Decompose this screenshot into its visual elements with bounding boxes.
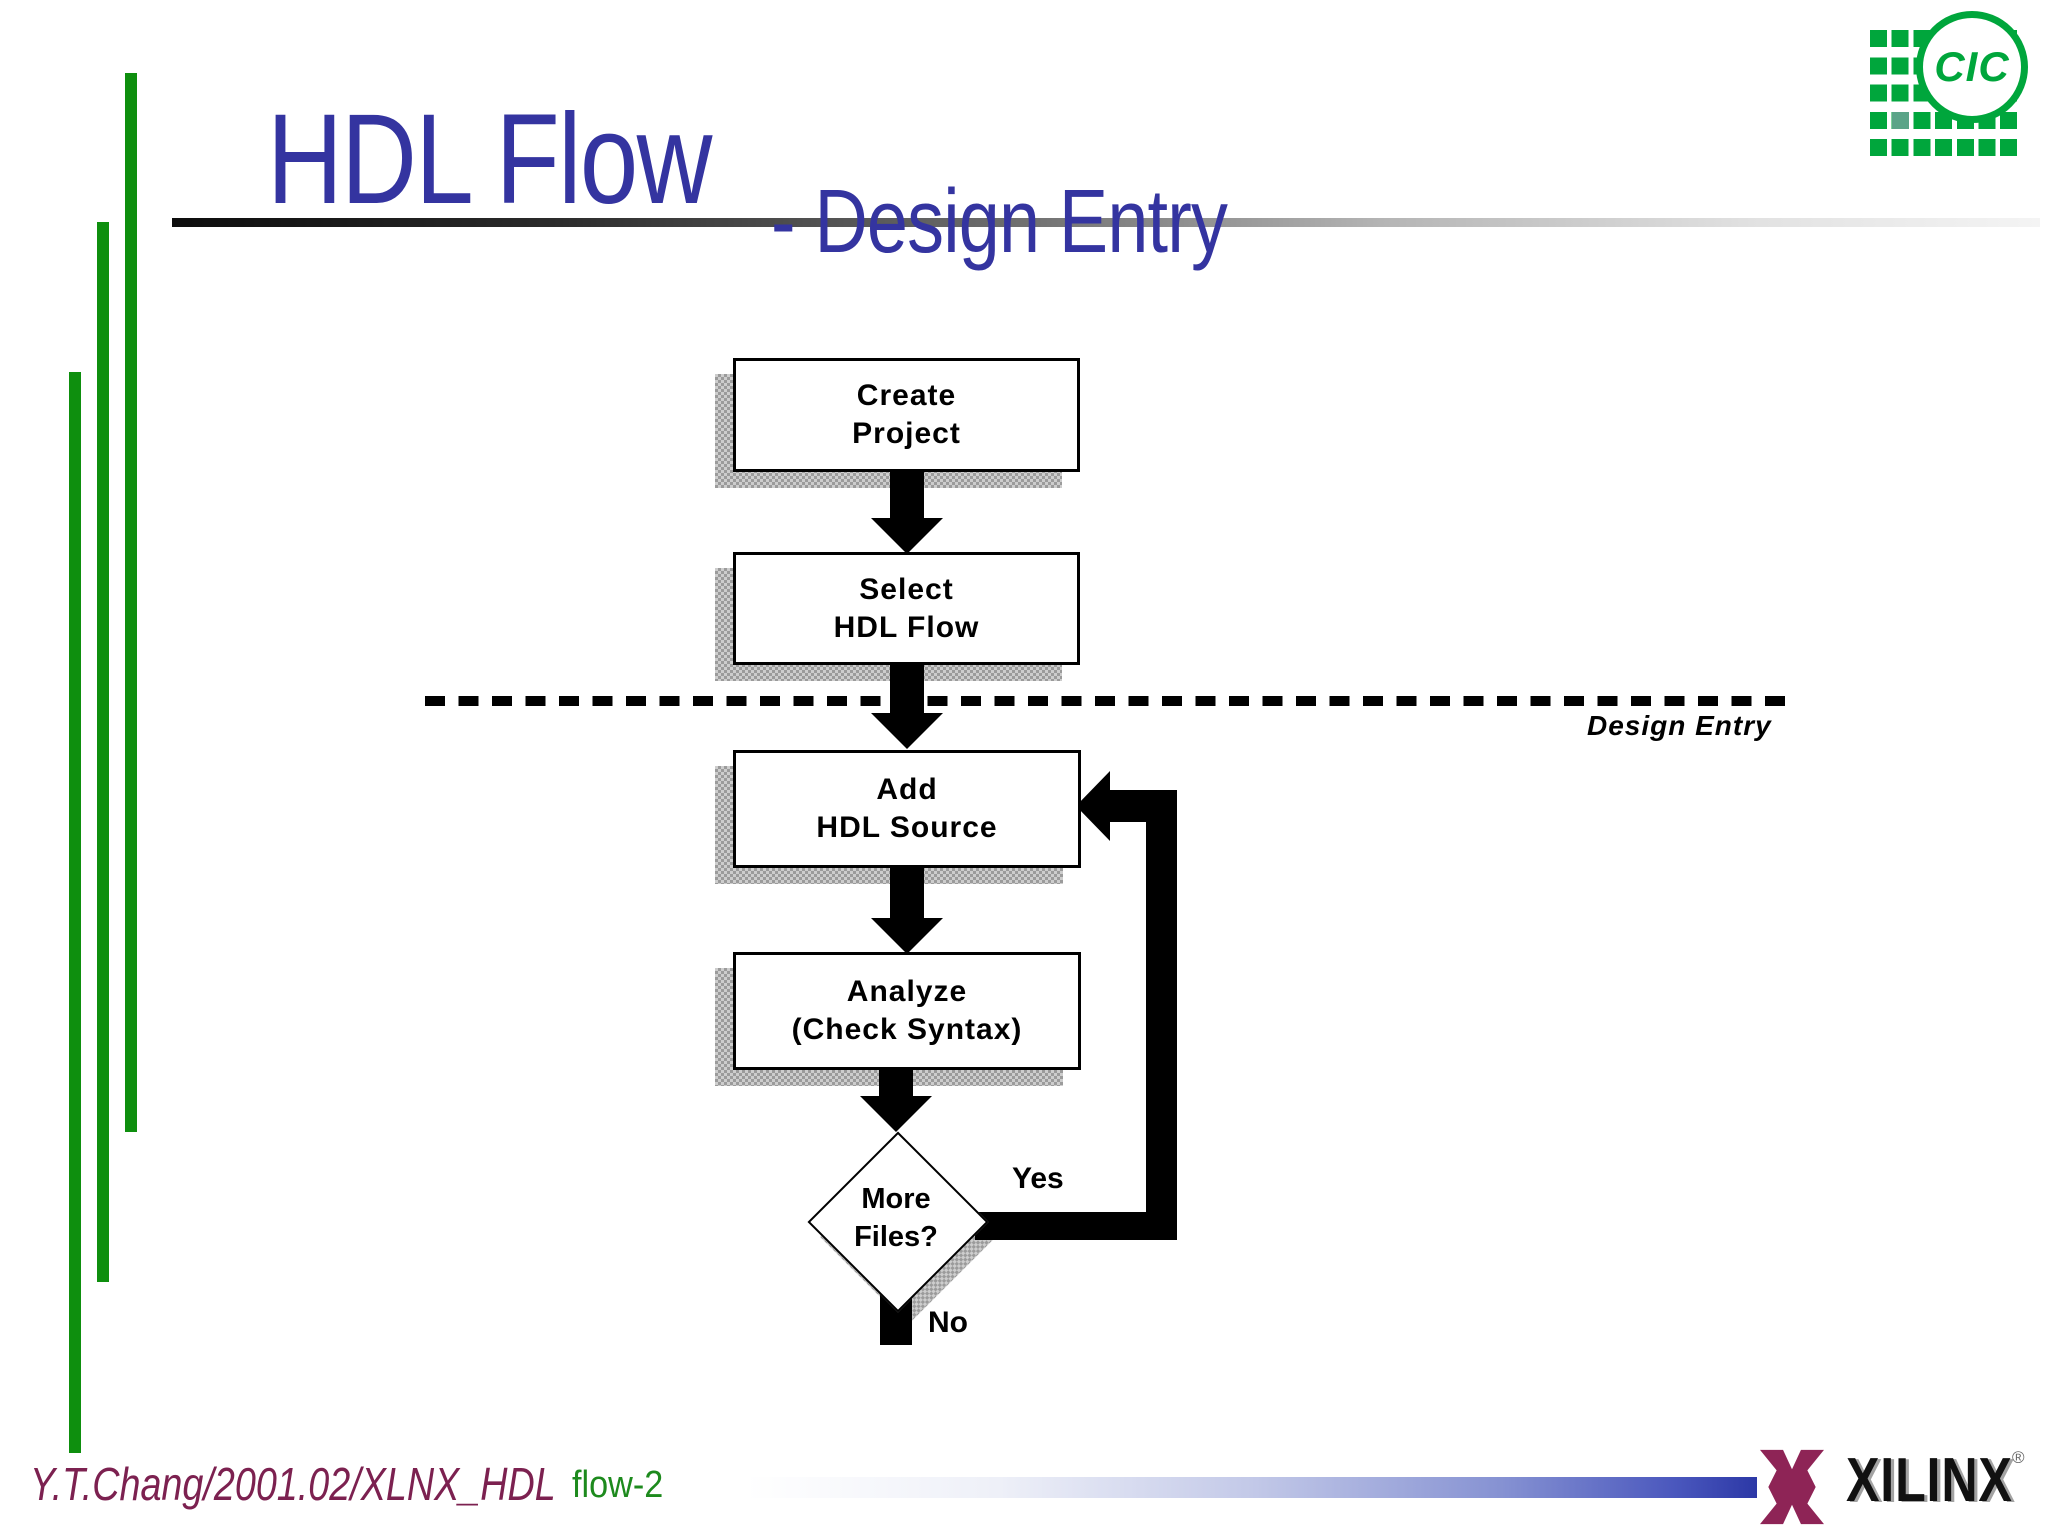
flow-box-create-project-line2: Project bbox=[852, 417, 961, 450]
flow-box-add-hdl-source-line1: Add bbox=[876, 773, 938, 806]
green-accent-bar-1 bbox=[125, 73, 137, 1132]
footer-gradient-bar bbox=[746, 1477, 1757, 1498]
yes-loop-arrow-head-icon bbox=[1076, 771, 1110, 841]
xilinx-registered-mark: ® bbox=[2012, 1448, 2025, 1467]
flow-box-select-hdl-flow-line1: Select bbox=[859, 572, 954, 606]
xilinx-logo-text: XILINX bbox=[1846, 1446, 2013, 1515]
arrow-add-to-analyze-head-icon bbox=[871, 918, 943, 954]
green-accent-bar-2 bbox=[97, 222, 109, 1282]
flow-box-create-project-line1: Create bbox=[856, 379, 957, 412]
arrow-select-to-add-head-icon bbox=[871, 713, 943, 749]
arrow-analyze-to-decision-stem bbox=[879, 1068, 913, 1096]
flow-box-select-hdl-flow: Select HDL Flow bbox=[733, 552, 1080, 665]
flow-box-analyze-line1: Analyze bbox=[846, 975, 968, 1008]
yes-loop-bottom-bar bbox=[975, 1212, 1177, 1240]
arrow-create-to-select-stem bbox=[890, 470, 924, 518]
cic-logo-circle-icon: CIC bbox=[1916, 11, 2028, 123]
flow-box-create-project: Create Project bbox=[733, 358, 1080, 472]
no-branch-label: No bbox=[928, 1306, 968, 1339]
cic-logo: CIC bbox=[1870, 11, 2028, 158]
xilinx-x-icon bbox=[1760, 1449, 1824, 1525]
flow-box-add-hdl-source: Add HDL Source bbox=[733, 750, 1081, 868]
design-entry-phase-label: Design Entry bbox=[1587, 710, 1772, 741]
yes-branch-label: Yes bbox=[1012, 1162, 1064, 1195]
design-entry-separator-line bbox=[425, 696, 1793, 706]
decision-line2: Files? bbox=[854, 1221, 938, 1253]
page-subtitle: - Design Entry bbox=[771, 172, 1228, 272]
page-title: HDL Flow bbox=[267, 88, 712, 231]
arrow-analyze-to-decision-head-icon bbox=[860, 1096, 932, 1132]
decision-diamond-text: More Files? bbox=[816, 1180, 976, 1256]
flow-box-analyze-line2: (Check Syntax) bbox=[791, 1013, 1023, 1046]
title-underline bbox=[172, 218, 2040, 227]
flow-box-select-hdl-flow-line2: HDL Flow bbox=[833, 610, 980, 644]
footer-credit-text: Y.T.Chang/2001.02/XLNX_HDL bbox=[30, 1458, 556, 1510]
arrow-add-to-analyze-stem bbox=[890, 866, 924, 918]
flow-box-add-hdl-source-line2: HDL Source bbox=[816, 811, 998, 844]
arrow-create-to-select-head-icon bbox=[871, 518, 943, 554]
decision-line1: More bbox=[861, 1183, 931, 1215]
arrow-select-to-add-stem bbox=[890, 663, 924, 713]
footer-page-number: flow-2 bbox=[572, 1464, 664, 1506]
green-accent-bar-3 bbox=[69, 372, 81, 1453]
flow-box-analyze: Analyze (Check Syntax) bbox=[733, 952, 1081, 1070]
yes-loop-top-arm bbox=[1108, 790, 1177, 822]
cic-logo-text: CIC bbox=[1934, 43, 2010, 90]
cic-logo-teal-square bbox=[1892, 112, 1909, 129]
yes-loop-vertical-bar bbox=[1146, 792, 1177, 1240]
